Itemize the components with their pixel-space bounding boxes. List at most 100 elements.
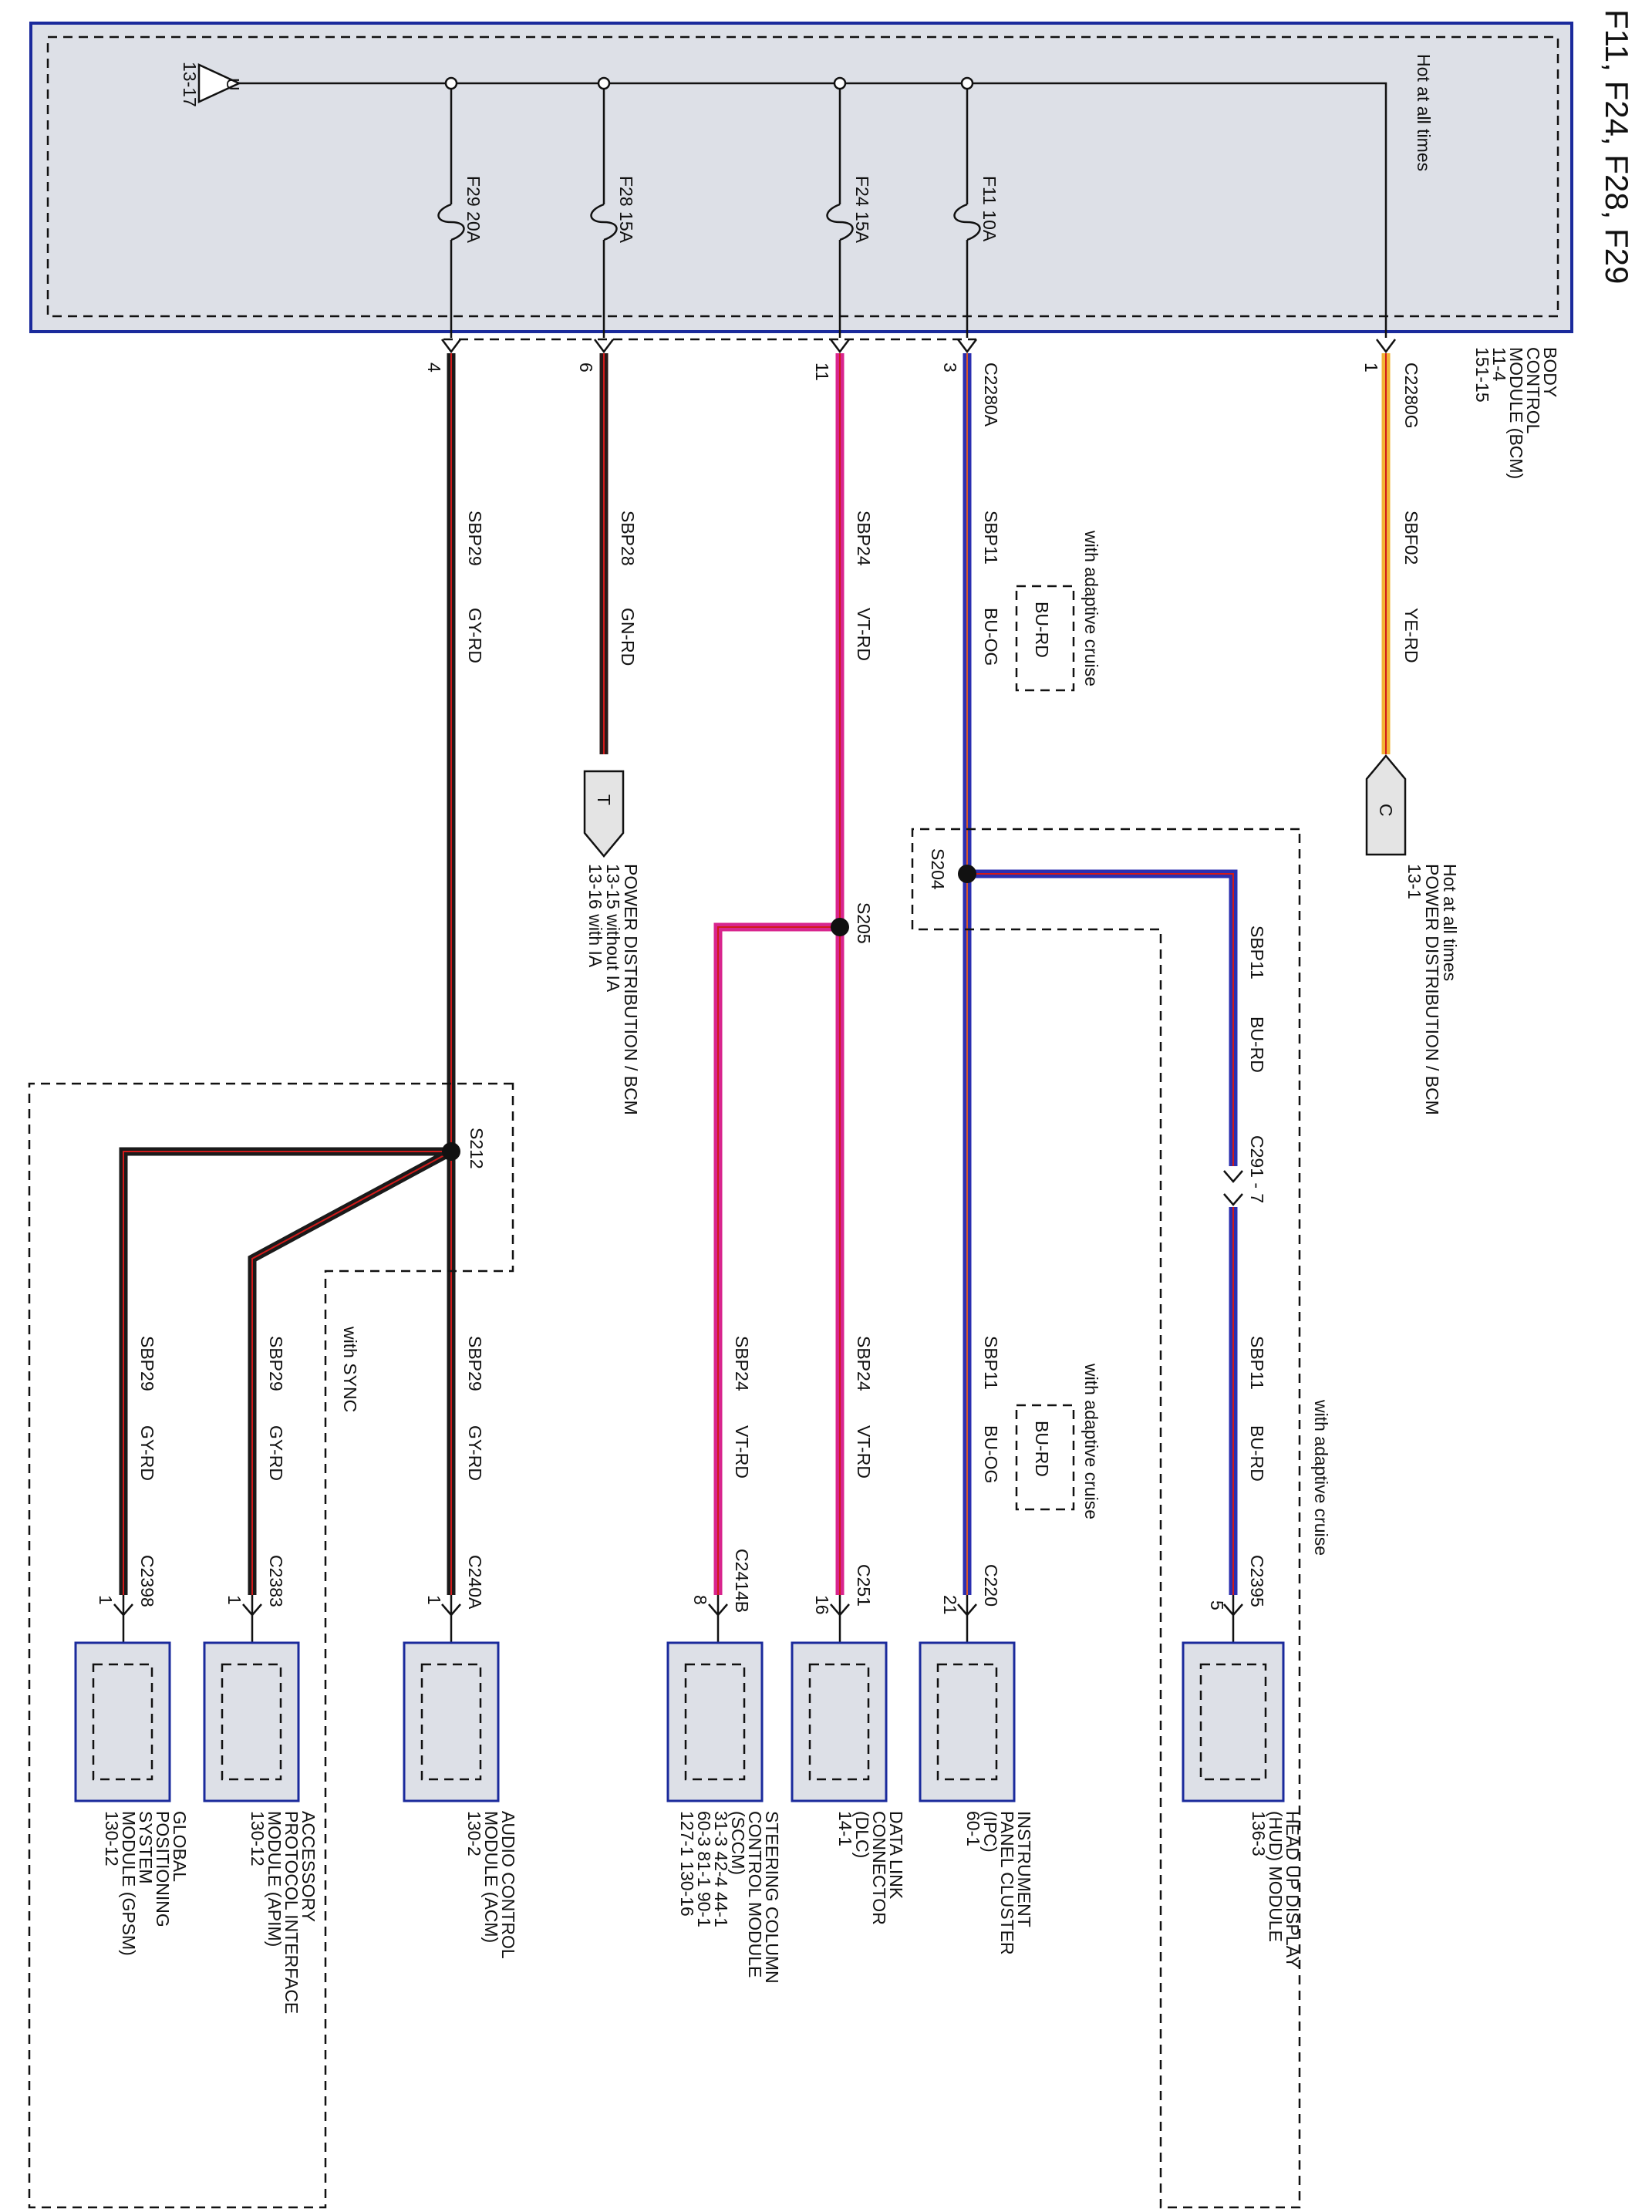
wire-sccm-branch bbox=[713, 922, 840, 1595]
hud-pin: 5 bbox=[1207, 1600, 1227, 1610]
wire-hud-branch bbox=[967, 869, 1238, 1595]
ground-ref-triangle bbox=[197, 63, 241, 103]
apim-connector: C2383 bbox=[266, 1555, 286, 1607]
pin-f28: 6 bbox=[576, 362, 596, 373]
svg-text:130-2: 130-2 bbox=[464, 1811, 484, 1856]
svg-text:31-3 42-4 44-1: 31-3 42-4 44-1 bbox=[711, 1811, 731, 1927]
c2280g-pin: 1 bbox=[1361, 362, 1381, 373]
label-gpsm-color: GY-RD bbox=[137, 1425, 157, 1481]
c2280a-label: C2280A bbox=[981, 362, 1001, 427]
svg-text:(IPC): (IPC) bbox=[980, 1811, 1000, 1853]
acm-connector: C240A bbox=[465, 1555, 485, 1610]
module-dlc: C251 16 DATA LINK CONNECTOR (DLC) 14-1 bbox=[791, 1564, 906, 1925]
svg-text:MODULE (ACM): MODULE (ACM) bbox=[481, 1811, 501, 1943]
svg-text:130-12: 130-12 bbox=[248, 1811, 268, 1866]
bcm-frame bbox=[29, 22, 1573, 333]
svg-text:STEERING COLUMN: STEERING COLUMN bbox=[762, 1811, 782, 1984]
svg-text:PROTOCOL INTERFACE: PROTOCOL INTERFACE bbox=[282, 1811, 302, 2014]
c2280g-label: C2280G bbox=[1401, 362, 1421, 429]
label-acm-color: GY-RD bbox=[465, 1425, 485, 1481]
label-acm-circuit: SBP29 bbox=[465, 1336, 485, 1391]
gpsm-name: GLOBAL POSITIONING SYSTEM MODULE (GPSM) … bbox=[102, 1811, 190, 1956]
svg-text:136-3: 136-3 bbox=[1249, 1811, 1269, 1856]
fuse-label-f29: F29 20A bbox=[464, 176, 484, 244]
label-dlc-color: VT-RD bbox=[854, 1425, 874, 1479]
fuse-symbols bbox=[437, 203, 981, 241]
module-sccm: C2414B 8 STEERING COLUMN CONTROL MODULE … bbox=[666, 1549, 782, 1984]
label-dlc-circuit: SBP24 bbox=[854, 1336, 874, 1391]
label-sbp29-color: GY-RD bbox=[465, 608, 485, 663]
label-apim-color: GY-RD bbox=[266, 1425, 286, 1481]
ipc-pin: 21 bbox=[940, 1595, 960, 1615]
label-sbp11-circuit: SBP11 bbox=[981, 511, 1001, 565]
sccm-pin: 8 bbox=[690, 1595, 710, 1605]
gpsm-connector: C2398 bbox=[137, 1555, 157, 1607]
svg-text:MODULE (BCM): MODULE (BCM) bbox=[1506, 347, 1526, 479]
svg-text:(SCCM): (SCCM) bbox=[728, 1811, 748, 1875]
svg-text:SYSTEM: SYSTEM bbox=[136, 1811, 156, 1884]
apim-name: ACCESSORY PROTOCOL INTERFACE MODULE (API… bbox=[248, 1811, 319, 2014]
c-ref-page: 13-1 bbox=[1404, 864, 1424, 899]
acm-name: AUDIO CONTROL MODULE (ACM) 130-2 bbox=[464, 1811, 518, 1959]
module-hud: C2395 5 HEAD UP DISPLAY (HUD) MODULE 136… bbox=[1182, 1555, 1303, 1968]
hud-connector: C2395 bbox=[1247, 1555, 1267, 1607]
svg-text:130-12: 130-12 bbox=[102, 1811, 122, 1866]
s212-label: S212 bbox=[467, 1128, 487, 1169]
svg-text:CONTROL MODULE: CONTROL MODULE bbox=[745, 1811, 765, 1978]
svg-text:AUDIO CONTROL: AUDIO CONTROL bbox=[498, 1811, 518, 1959]
label-sbf02-circuit: SBF02 bbox=[1401, 511, 1421, 565]
t-ref-desc: POWER DISTRIBUTION / BCM bbox=[621, 864, 641, 1115]
label-hud-bottom-color: BU-RD bbox=[1247, 1425, 1267, 1482]
module-acm: C240A 1 AUDIO CONTROL MODULE (ACM) 130-2 bbox=[403, 1555, 518, 1959]
bcm-connector-arrows bbox=[441, 339, 1396, 354]
c291-connector-arrows bbox=[1223, 1170, 1243, 1206]
label-apim-circuit: SBP29 bbox=[266, 1336, 286, 1391]
module-ipc: C220 21 INSTRUMENT PANEL CLUSTER (IPC) 6… bbox=[919, 1564, 1034, 1955]
with-sync-note: with SYNC bbox=[340, 1326, 360, 1412]
label-ipc-color: BU-OG bbox=[981, 1425, 1001, 1483]
label-sbp24-color: VT-RD bbox=[854, 608, 874, 661]
svg-text:11-4: 11-4 bbox=[1489, 347, 1509, 382]
svg-text:(HUD) MODULE: (HUD) MODULE bbox=[1266, 1811, 1286, 1942]
fuse-label-f11: F11 10A bbox=[979, 176, 1000, 242]
c-ref-letter: C bbox=[1376, 804, 1396, 817]
ipc-alt-box bbox=[1015, 1404, 1075, 1511]
svg-text:MODULE (GPSM): MODULE (GPSM) bbox=[119, 1811, 139, 1956]
svg-text:60-1: 60-1 bbox=[963, 1811, 983, 1846]
label-sbp11-alt: BU-RD bbox=[1032, 602, 1052, 658]
c-ref-symbol bbox=[1365, 754, 1407, 856]
label-ipc-alt-note: with adaptive cruise bbox=[1081, 1363, 1101, 1519]
svg-text:BODY: BODY bbox=[1540, 347, 1560, 397]
t-ref-letter: T bbox=[594, 794, 614, 805]
label-sbp29-circuit: SBP29 bbox=[465, 511, 485, 566]
hud-name: HEAD UP DISPLAY (HUD) MODULE 136-3 bbox=[1249, 1811, 1303, 1968]
t-ref-line2: 13-16 with IA bbox=[585, 864, 605, 968]
svg-text:(DLC): (DLC) bbox=[852, 1811, 872, 1858]
svg-text:ACCESSORY: ACCESSORY bbox=[298, 1811, 319, 1922]
bcm-hot-label: Hot at all times bbox=[1414, 54, 1434, 171]
svg-text:14-1: 14-1 bbox=[835, 1811, 855, 1846]
s205-dot bbox=[831, 918, 849, 936]
dlc-pin: 16 bbox=[812, 1595, 832, 1615]
acm-pin: 1 bbox=[424, 1595, 444, 1605]
s205-label: S205 bbox=[854, 902, 874, 944]
module-gpsm: C2398 1 GLOBAL POSITIONING SYSTEM MODULE… bbox=[74, 1555, 190, 1956]
svg-text:POSITIONING: POSITIONING bbox=[153, 1811, 173, 1927]
t-ref-symbol bbox=[583, 770, 625, 858]
sccm-connector: C2414B bbox=[732, 1549, 752, 1613]
svg-text:INSTRUMENT: INSTRUMENT bbox=[1014, 1811, 1034, 1927]
fuse-drops bbox=[444, 76, 974, 338]
bcm-name: BODY CONTROL MODULE (BCM) 11-4 151-15 bbox=[1472, 347, 1560, 479]
ipc-name: INSTRUMENT PANEL CLUSTER (IPC) 60-1 bbox=[963, 1811, 1034, 1955]
label-sccm-color: VT-RD bbox=[732, 1425, 752, 1479]
svg-text:CONTROL: CONTROL bbox=[1523, 347, 1543, 434]
label-gpsm-circuit: SBP29 bbox=[137, 1336, 157, 1391]
hud-adaptive-note: with adaptive cruise bbox=[1311, 1399, 1331, 1556]
label-hud-top-color: BU-RD bbox=[1247, 1017, 1267, 1073]
label-hud-top-circuit: SBP11 bbox=[1247, 926, 1267, 980]
dlc-name: DATA LINK CONNECTOR (DLC) 14-1 bbox=[835, 1811, 906, 1925]
t-ref-line1: 13-15 without IA bbox=[603, 864, 623, 993]
label-ipc-circuit: SBP11 bbox=[981, 1336, 1001, 1390]
svg-text:PANEL CLUSTER: PANEL CLUSTER bbox=[997, 1811, 1017, 1955]
